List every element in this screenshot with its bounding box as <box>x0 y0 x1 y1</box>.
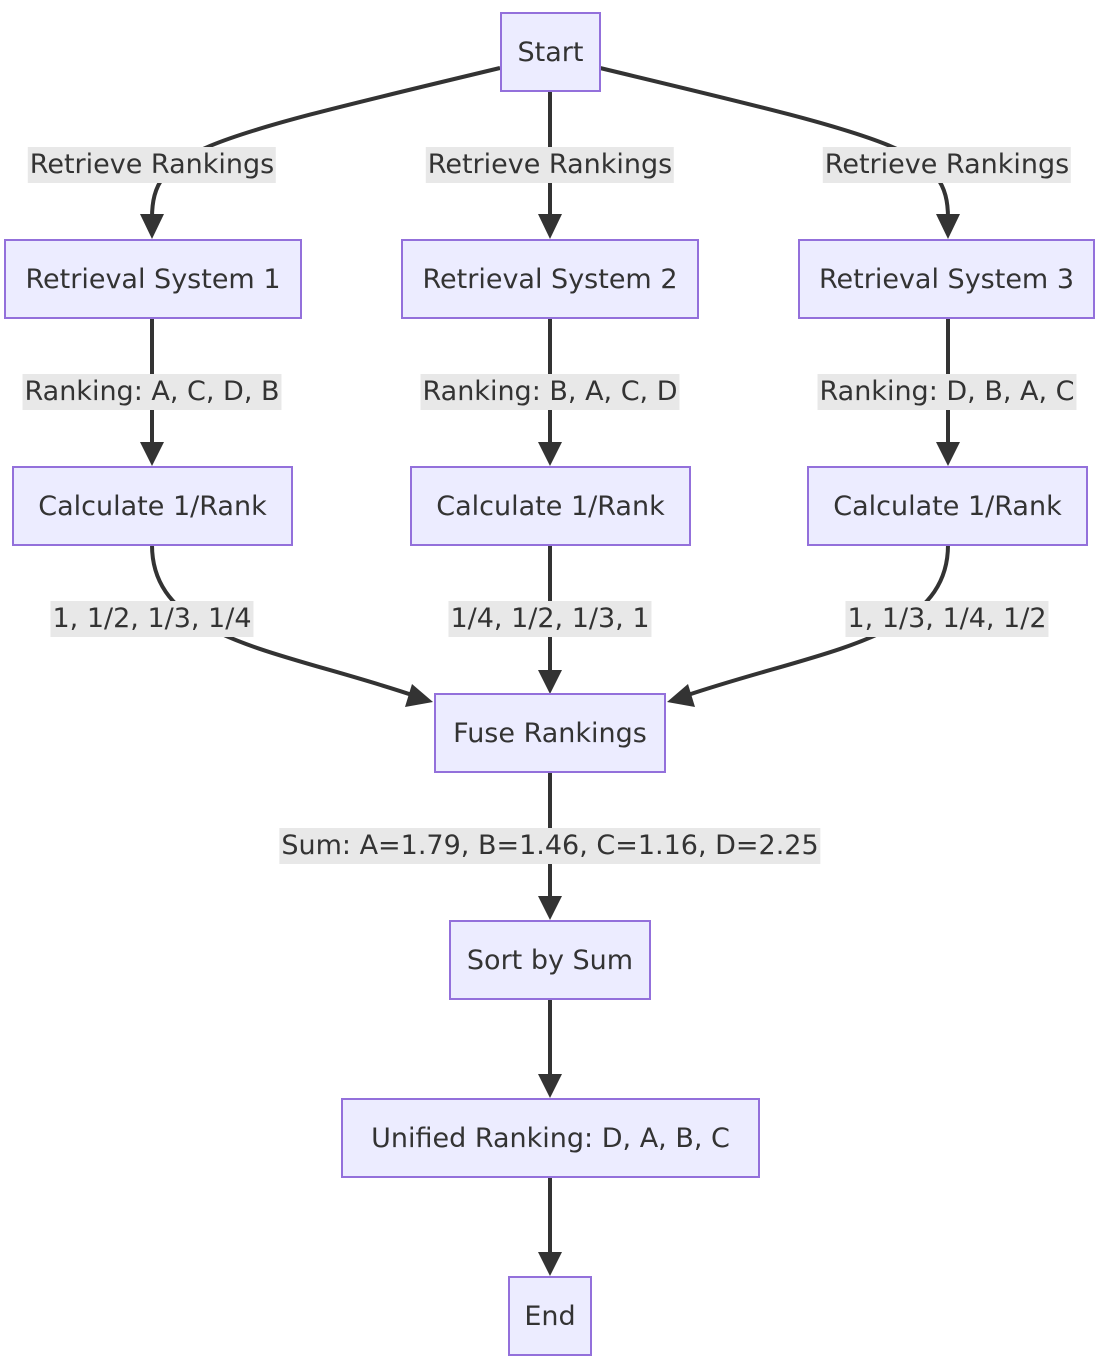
edge-label-retrieve-1: Retrieve Rankings <box>27 147 277 183</box>
arrowhead-system-1 <box>140 214 164 239</box>
node-end: End <box>508 1276 592 1356</box>
arrowhead-calculate-1 <box>140 442 164 466</box>
arrowhead-calculate-2 <box>538 442 562 466</box>
node-retrieval-system-1: Retrieval System 1 <box>4 239 302 319</box>
edge-start-to-system-1 <box>150 66 501 219</box>
node-retrieval-system-2: Retrieval System 2 <box>401 239 699 319</box>
arrowhead-end <box>538 1252 562 1276</box>
arrowhead-calculate-3 <box>936 442 960 466</box>
node-retrieval-system-3: Retrieval System 3 <box>798 239 1095 319</box>
edge-label-ranking-2: Ranking: B, A, C, D <box>420 374 680 410</box>
node-calculate-rank-3: Calculate 1/Rank <box>807 466 1088 546</box>
arrowhead-system-3 <box>936 214 960 239</box>
arrowhead-fuse-right <box>667 684 695 707</box>
edge-label-retrieve-3: Retrieve Rankings <box>822 147 1072 183</box>
node-sort-by-sum: Sort by Sum <box>449 920 651 1000</box>
edge-calculate-3-to-fuse <box>684 544 950 698</box>
node-calculate-rank-2: Calculate 1/Rank <box>410 466 691 546</box>
edge-label-scores-3: 1, 1/3, 1/4, 1/2 <box>845 601 1049 637</box>
arrowhead-sort <box>538 896 562 920</box>
edge-calculate-1-to-fuse <box>150 544 416 698</box>
node-fuse-rankings: Fuse Rankings <box>434 693 666 773</box>
edge-label-scores-1: 1, 1/2, 1/3, 1/4 <box>50 601 254 637</box>
node-start: Start <box>500 12 601 92</box>
node-calculate-rank-1: Calculate 1/Rank <box>12 466 293 546</box>
edge-label-ranking-1: Ranking: A, C, D, B <box>22 374 282 410</box>
arrowhead-fuse-left <box>405 684 433 707</box>
edge-start-to-system-3 <box>599 66 950 219</box>
arrowhead-system-2 <box>538 214 562 239</box>
arrowhead-fuse-center <box>538 670 562 694</box>
edge-label-sum: Sum: A=1.79, B=1.46, C=1.16, D=2.25 <box>279 828 821 864</box>
edge-label-ranking-3: Ranking: D, B, A, C <box>817 374 1077 410</box>
arrowhead-unified <box>538 1074 562 1098</box>
edge-label-retrieve-2: Retrieve Rankings <box>425 147 675 183</box>
node-unified-ranking: Unified Ranking: D, A, B, C <box>341 1098 760 1178</box>
edge-label-scores-2: 1/4, 1/2, 1/3, 1 <box>448 601 652 637</box>
